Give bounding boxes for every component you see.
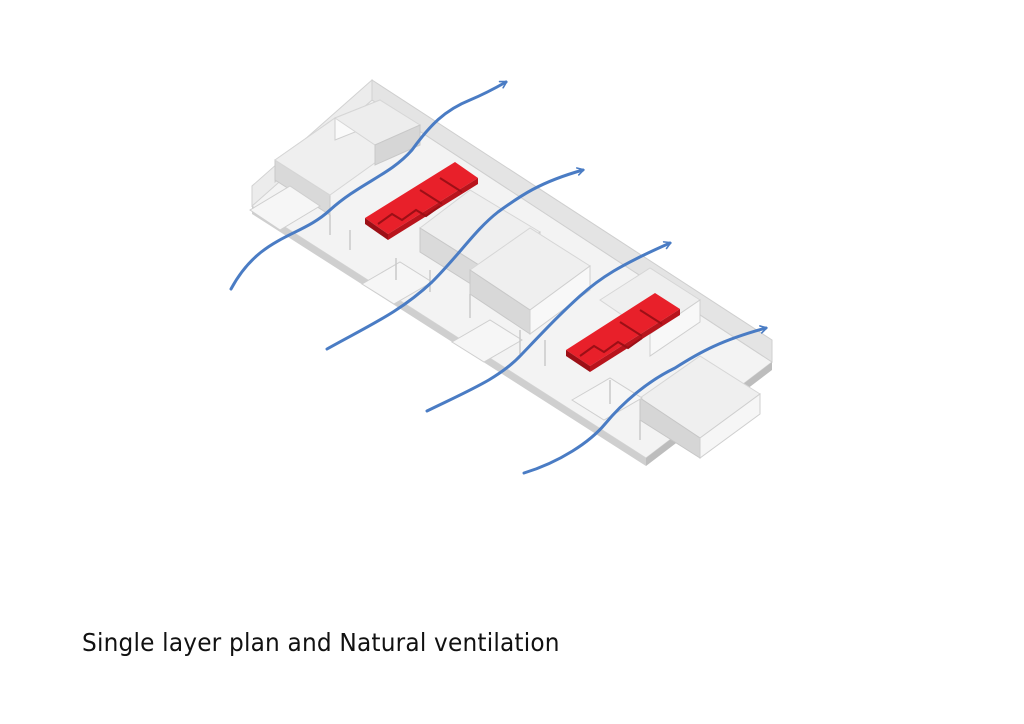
airflow-arrow-icon [229,80,508,291]
building-model [249,78,773,466]
airflow-arrow-icon [325,167,585,351]
room-block-4 [469,227,591,335]
room-block-2 [333,99,422,166]
balcony-1 [249,185,321,231]
partition-walls [329,215,641,440]
stair-core-1 [365,162,478,240]
airflow-arrows [229,80,768,475]
airflow-arrow-icon [425,241,672,413]
floor-slab-left-side [252,206,646,466]
balcony-4 [571,377,643,421]
room-block-6 [639,355,761,459]
diagram-caption: Single layer plan and Natural ventilatio… [82,628,560,657]
airflow-arrow-icon [522,325,768,475]
stair-core-2 [566,293,680,372]
balcony-3 [451,319,523,363]
ventilation-diagram [229,78,773,475]
